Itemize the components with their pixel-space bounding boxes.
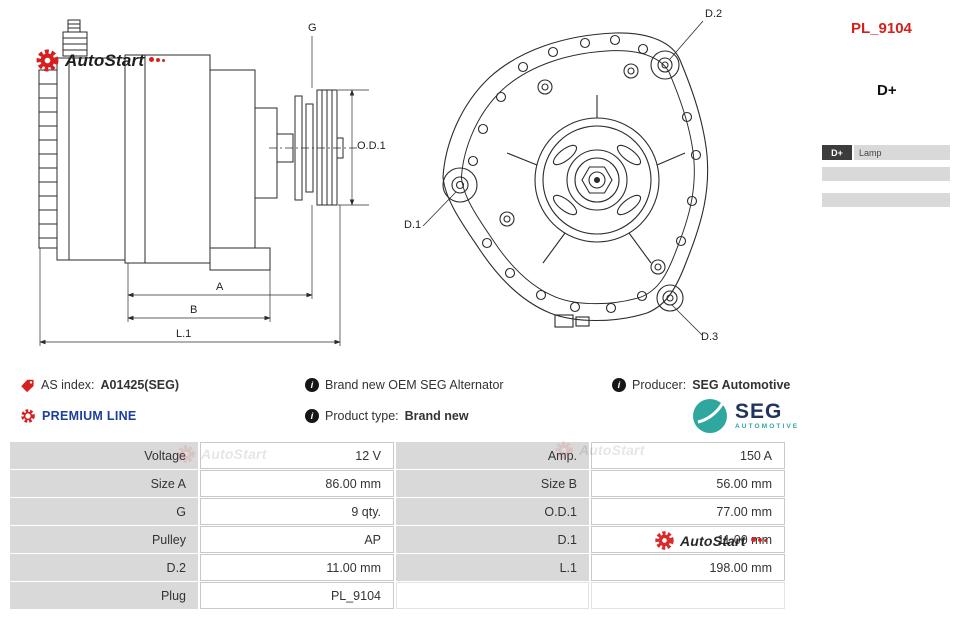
producer-value: SEG Automotive [692, 378, 791, 392]
front-view-drawing [422, 20, 709, 336]
terminal-lamp-table: D+ Lamp [822, 145, 950, 207]
spec-row: Plug PL_9104 [10, 582, 786, 609]
spec-value: 77.00 mm [591, 498, 785, 525]
spec-value: 11.00 mm [200, 554, 394, 581]
terminal-header-cell: D+ [822, 145, 852, 160]
side-view-drawing [38, 19, 369, 346]
seg-logo-text: SEG AUTOMOTIVE [735, 400, 800, 430]
spec-value: AP [200, 526, 394, 553]
spec-row: G 9 qty. O.D.1 77.00 mm [10, 498, 786, 525]
autostart-gear-icon [555, 441, 573, 459]
dim-label-od1: O.D.1 [357, 140, 386, 152]
terminal-lamp-header: D+ Lamp [822, 145, 950, 160]
spec-row: D.2 11.00 mm L.1 198.00 mm [10, 554, 786, 581]
autostart-gear-icon [177, 445, 195, 463]
watermark-logo: AutoStart [654, 530, 767, 551]
seg-logo-subtitle: AUTOMOTIVE [735, 423, 800, 430]
spec-label: L.1 [396, 554, 589, 581]
as-index-row: AS index: A01425(SEG) [20, 376, 179, 394]
dim-label-d1: D.1 [404, 219, 422, 231]
dim-label-l1: L.1 [176, 328, 192, 340]
watermark-ghost: AutoStart [176, 444, 267, 464]
spec-label: Size B [396, 470, 589, 497]
premium-line-label: PREMIUM LINE [42, 409, 137, 423]
watermark-ghost: AutoStart [554, 440, 645, 460]
spec-value [591, 582, 785, 609]
spec-label: Size A [10, 470, 198, 497]
spec-row: Size A 86.00 mm Size B 56.00 mm [10, 470, 786, 497]
spec-value: 198.00 mm [591, 554, 785, 581]
spec-row: Pulley AP D.1 11.00 mm [10, 526, 786, 553]
dim-label-g: G [308, 22, 317, 34]
terminal-lamp-row-2 [822, 193, 950, 207]
dim-label-d3: D.3 [701, 331, 719, 343]
terminal-lamp-row-1 [822, 167, 950, 181]
info-icon: i [612, 378, 626, 392]
premium-line-row: PREMIUM LINE [20, 407, 137, 425]
dim-label-a: A [216, 281, 224, 293]
dim-label-d2: D.2 [705, 8, 723, 20]
autostart-gear-icon [36, 49, 59, 72]
spec-value: 150 A [591, 442, 785, 469]
spec-label: G [10, 498, 198, 525]
producer-row: i Producer: SEG Automotive [612, 376, 790, 394]
autostart-logo-dots [149, 56, 166, 62]
spec-label: Amp. [396, 442, 589, 469]
spec-value: 86.00 mm [200, 470, 394, 497]
autostart-logo: AutoStart [35, 48, 166, 73]
product-type-label: Product type: [325, 409, 399, 423]
info-icon: i [305, 409, 319, 423]
lamp-header-cell: Lamp [854, 145, 950, 160]
product-type-value: Brand new [404, 409, 469, 423]
as-index-value: A01425(SEG) [100, 378, 180, 392]
brand-new-row: i Brand new OEM SEG Alternator [305, 376, 504, 394]
product-type-row: i Product type: Brand new [305, 407, 469, 425]
spec-label [396, 582, 589, 609]
spec-row: Voltage 12 V Amp. 150 A [10, 442, 786, 469]
terminal-type: D+ [877, 82, 897, 99]
spec-label: Plug [10, 582, 198, 609]
spec-value: 9 qty. [200, 498, 394, 525]
spec-value: 56.00 mm [591, 470, 785, 497]
dim-label-b: B [190, 304, 198, 316]
spec-table: Voltage 12 V Amp. 150 A Size A 86.00 mm … [10, 442, 786, 610]
spec-label: D.1 [396, 526, 589, 553]
autostart-logo-text: AutoStart [65, 50, 145, 70]
part-number: PL_9104 [851, 20, 912, 37]
spec-value: PL_9104 [200, 582, 394, 609]
tag-icon [21, 379, 34, 392]
spec-label: O.D.1 [396, 498, 589, 525]
spec-label: Voltage [10, 442, 198, 469]
producer-label: Producer: [632, 378, 687, 392]
seg-automotive-logo: SEG AUTOMOTIVE [692, 398, 799, 434]
spec-label: Pulley [10, 526, 198, 553]
premium-gear-icon [21, 409, 35, 423]
as-index-label: AS index: [41, 378, 95, 392]
spec-label: D.2 [10, 554, 198, 581]
seg-logo-name: SEG [735, 400, 783, 423]
seg-logo-icon [693, 399, 727, 433]
spec-value: 12 V [200, 442, 394, 469]
autostart-gear-icon [655, 531, 674, 550]
spec-value: 11.00 mm [591, 526, 785, 553]
brand-new-text: Brand new OEM SEG Alternator [325, 378, 504, 392]
info-icon: i [305, 378, 319, 392]
